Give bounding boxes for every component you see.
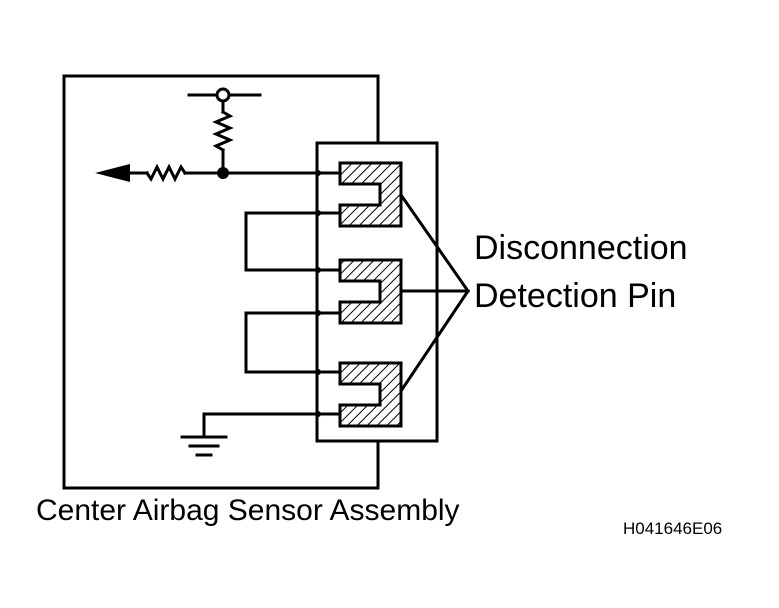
- assembly-outline: [62, 74, 380, 490]
- terminal-pin-1: [338, 161, 403, 228]
- terminal-pin-2: [338, 258, 403, 325]
- callout-line-bottom: [398, 288, 471, 394]
- pin-contact-dots: [315, 170, 321, 417]
- jumper-upper: [244, 211, 342, 272]
- callout-label-line1: Disconnection: [474, 229, 688, 267]
- ground-wire: [202, 412, 342, 438]
- callout-label-line2: Detection Pin: [474, 277, 676, 315]
- jumper-lower: [244, 311, 342, 374]
- callout-line-top: [398, 192, 471, 294]
- resistor-icon: [212, 109, 234, 153]
- arrow-icon: [95, 164, 130, 182]
- terminal-pin-3: [338, 361, 403, 428]
- junction-dot: [217, 167, 229, 179]
- series-resistor-icon: [144, 163, 188, 183]
- supply-node: [215, 87, 231, 103]
- figure-code: H041646E06: [623, 519, 722, 538]
- ground-icon: [180, 435, 228, 457]
- assembly-label: Center Airbag Sensor Assembly: [36, 494, 460, 527]
